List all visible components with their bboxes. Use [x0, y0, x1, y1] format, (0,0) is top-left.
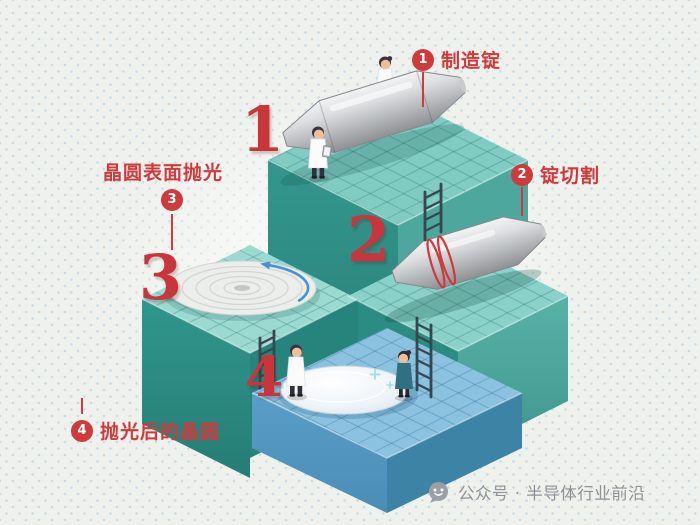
worker-4 [395, 350, 413, 402]
footer-watermark: 公众号 · 半导体行业前沿 [427, 480, 645, 504]
step3-badge: 3 [161, 189, 183, 211]
worker-3 [286, 344, 307, 401]
cut-mark-icon [436, 235, 457, 286]
speech-bubble-face-icon [429, 481, 448, 503]
step1-badge: 1 [412, 48, 434, 71]
big-number-1: 1 [241, 93, 285, 166]
step4-label: 抛光后的晶圆 [100, 421, 221, 443]
step4-badge: 4 [71, 419, 93, 442]
rotation-arrow-icon [260, 261, 310, 302]
polishing-turntable [164, 260, 320, 321]
clipboard-icon [321, 145, 332, 158]
step1-label-group: 1 制造锭 [412, 46, 501, 73]
step2-label-group: 2 锭切割 [511, 161, 600, 188]
big-number-3: 3 [139, 241, 183, 314]
ladder-3 [258, 329, 276, 390]
silicon-ingot-1 [282, 70, 467, 153]
ingot-1-shadow [280, 124, 464, 186]
ladder-2 [415, 316, 433, 399]
polished-wafer [278, 365, 418, 419]
step3-label: 晶圆表面抛光 [103, 162, 224, 184]
silicon-ingot-2 [391, 216, 547, 290]
worker-1 [308, 126, 332, 183]
step1-label: 制造锭 [441, 50, 502, 72]
big-number-4: 4 [245, 344, 284, 409]
cut-mark-icon [426, 238, 446, 289]
step2-badge: 2 [511, 163, 533, 186]
step2-label: 锭切割 [540, 165, 601, 187]
ladder-1 [423, 182, 443, 242]
ingot-2-shadow [384, 269, 542, 323]
big-number-2: 2 [347, 203, 391, 276]
step4-label-group: 4 抛光后的晶圆 [71, 417, 220, 444]
footer-brand: 公众号 · 半导体行业前沿 [458, 484, 646, 503]
sparkle-icon [369, 369, 394, 389]
